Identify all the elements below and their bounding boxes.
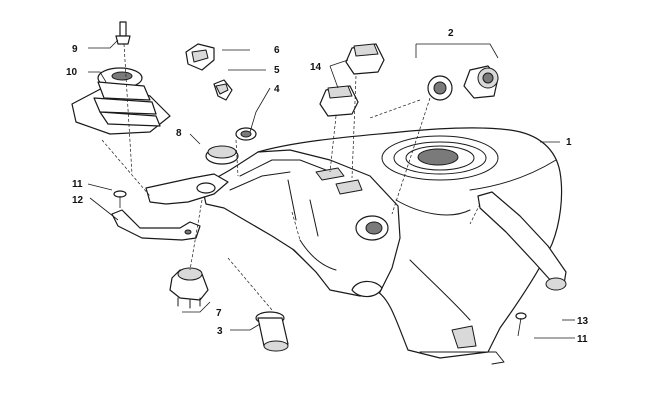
- console-cover: [201, 149, 401, 298]
- callout-6: 6: [274, 45, 280, 56]
- callout-14: 14: [310, 62, 322, 73]
- callout-12: 12: [72, 195, 84, 206]
- callout-3: 3: [217, 326, 223, 337]
- switch-part-7: [169, 267, 209, 309]
- callout-8: 8: [176, 128, 182, 139]
- callout-labels: 1 2 3 4 5 6 7 8 9 10 11 11 12 13 14: [66, 28, 589, 345]
- callout-2: 2: [448, 28, 454, 39]
- mounting-bracket: [111, 173, 229, 241]
- callout-10: 10: [66, 67, 78, 78]
- nut-part-8: [205, 145, 239, 165]
- callout-7: 7: [216, 308, 222, 319]
- ring-part-4: [235, 127, 257, 141]
- sensor-part-3: [255, 311, 289, 352]
- shifter-boot: [71, 67, 171, 135]
- callout-11-right: 11: [577, 334, 588, 345]
- bolt-part-9: [115, 21, 131, 45]
- cap-part-6: [185, 43, 215, 71]
- callout-9: 9: [72, 44, 78, 55]
- filler-neck-part-2: [427, 65, 499, 101]
- callout-4: 4: [274, 84, 280, 95]
- callout-1: 1: [566, 137, 572, 148]
- callout-11-left: 11: [72, 179, 83, 190]
- callout-13: 13: [577, 316, 589, 327]
- buttons-part-14: [319, 43, 385, 117]
- callout-5: 5: [274, 65, 280, 76]
- leader-lines: [87, 39, 575, 339]
- key-part-5: [213, 79, 233, 101]
- tank-strap: [477, 191, 567, 291]
- screw-part-11: [113, 190, 527, 337]
